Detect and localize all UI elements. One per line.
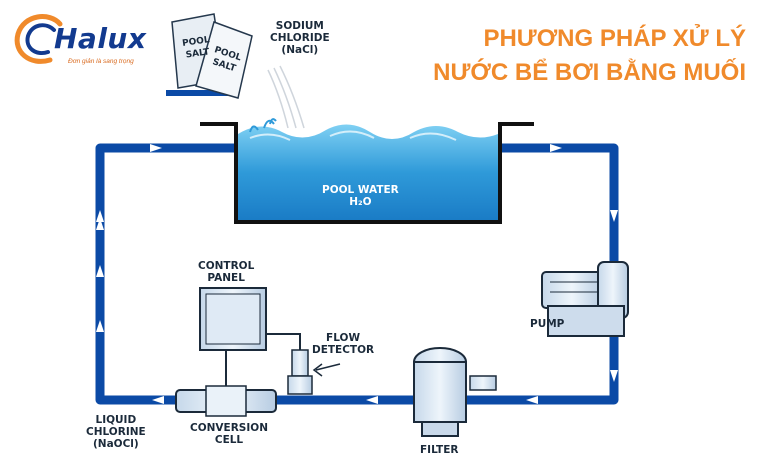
title-line-2: NƯỚC BỂ BƠI BẰNG MUỐI xyxy=(433,59,746,86)
conversion-cell xyxy=(175,385,277,417)
control-panel xyxy=(199,287,301,392)
pump-icon xyxy=(541,261,629,337)
pool-basin xyxy=(200,118,534,224)
flow-arrow-icon xyxy=(96,144,618,404)
logo-swirl-icon xyxy=(14,14,63,64)
filter-icon xyxy=(413,347,497,437)
logo-tagline: Đơn giản là sang trọng xyxy=(68,58,134,65)
flow-detector xyxy=(287,349,341,395)
page-title: PHƯƠNG PHÁP XỬ LÝ NƯỚC BỂ BƠI BẰNG MUỐI xyxy=(433,22,746,90)
label-filter: FILTER xyxy=(420,444,459,456)
salt-shelf xyxy=(166,90,230,96)
logo-wordmark: Halux xyxy=(54,22,147,55)
salt-bag-icon xyxy=(171,13,253,99)
label-pump: PUMP xyxy=(530,318,565,330)
brand-logo: Halux Đơn giản là sang trọng xyxy=(10,8,160,72)
salt-stream xyxy=(267,65,305,129)
title-line-1: PHƯƠNG PHÁP XỬ LÝ xyxy=(483,25,746,52)
